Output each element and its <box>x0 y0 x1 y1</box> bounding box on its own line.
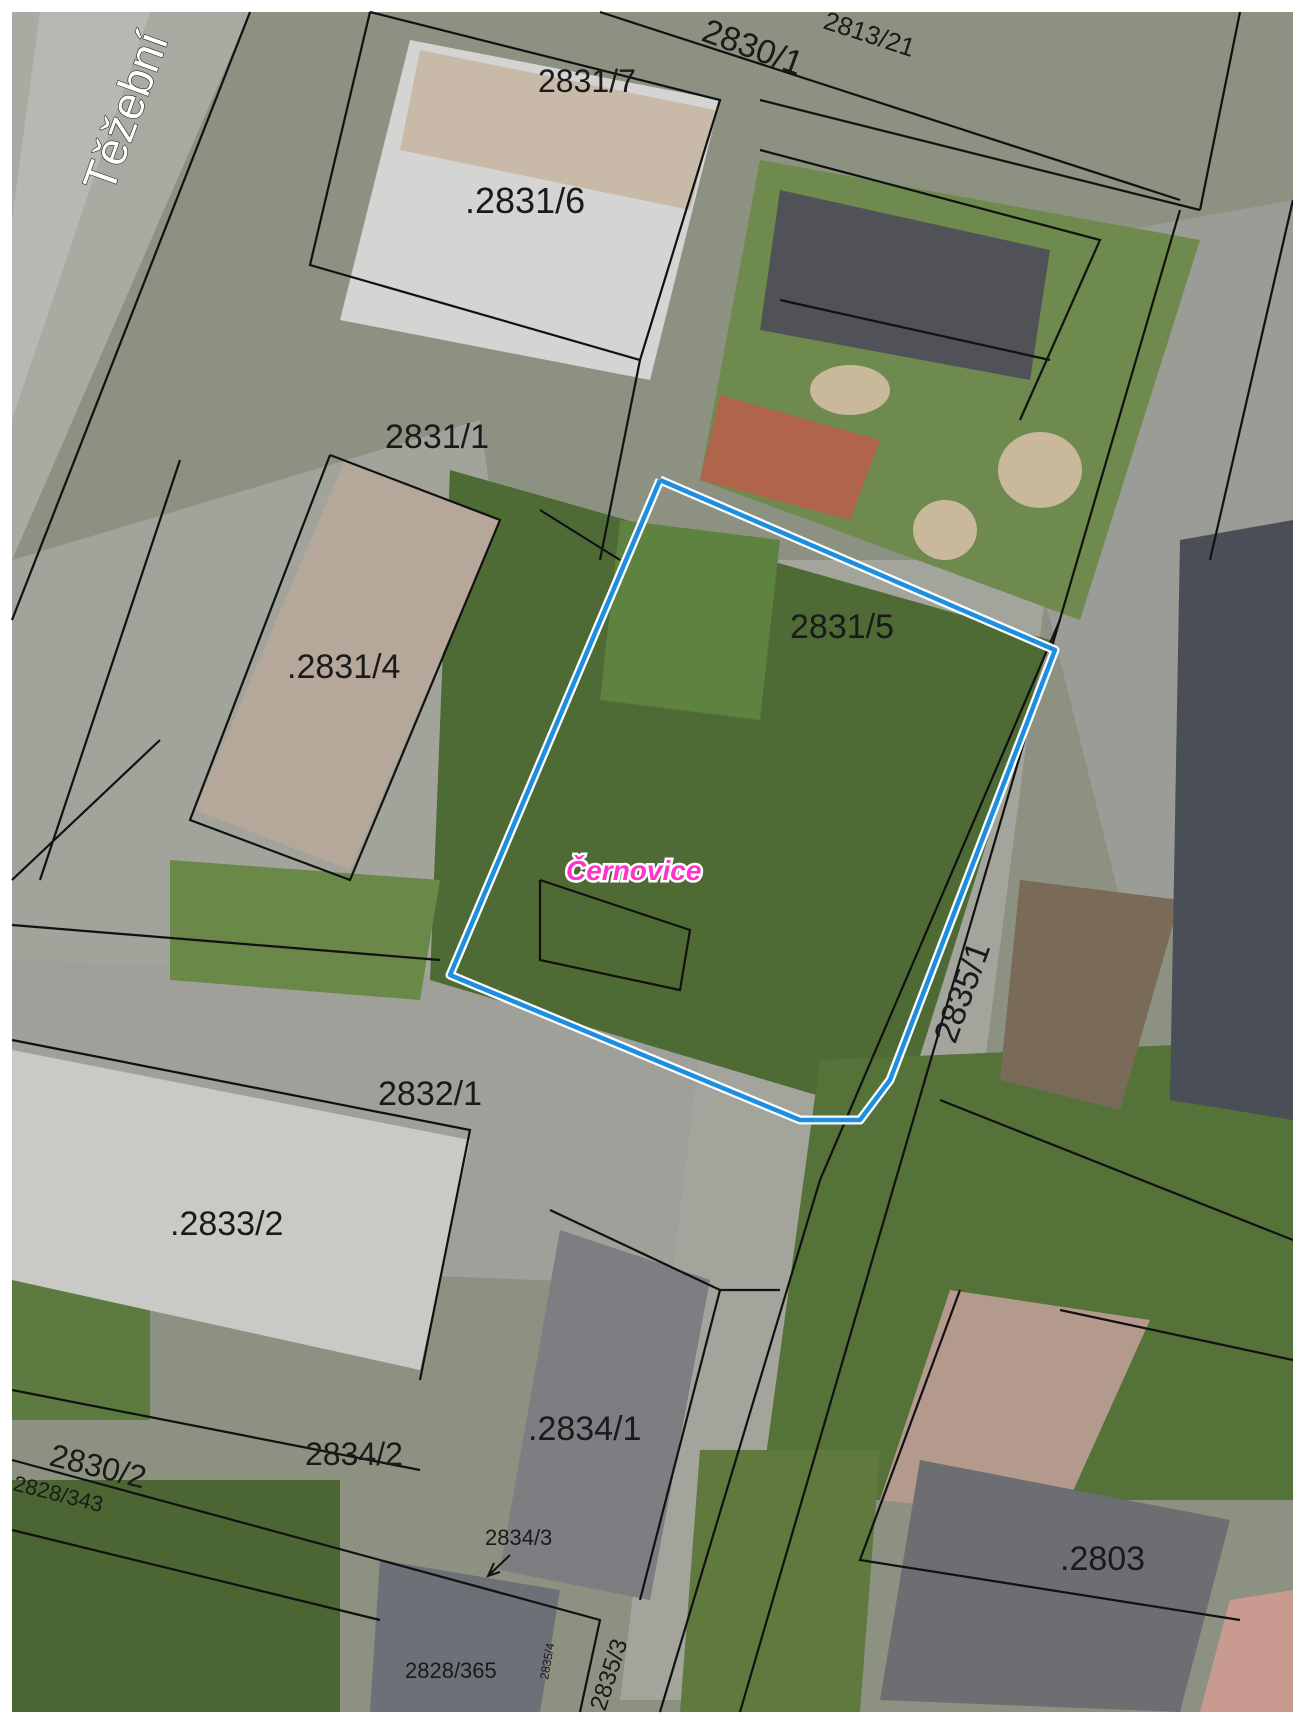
parcel-label-2833-2: .2833/2 <box>170 1205 283 1243</box>
parcel-label-2831-7: 2831/7 <box>538 63 636 99</box>
parcel-label-2831-1: 2831/1 <box>385 418 489 456</box>
parcel-label-2803: .2803 <box>1060 1540 1145 1578</box>
parcel-label-2834-1: .2834/1 <box>528 1410 641 1448</box>
parcel-label-2831-5: 2831/5 <box>790 608 894 646</box>
highlighted-parcel-boundary-blue <box>447 477 1058 1123</box>
parcel-label-2831-4: .2831/4 <box>287 648 400 686</box>
parcel-boundaries <box>10 10 1293 1713</box>
parcel-label-2832-1: 2832/1 <box>378 1075 482 1113</box>
place-label: Černovice <box>566 854 701 886</box>
parcel-label-2831-6: .2831/6 <box>465 180 585 221</box>
aerial-photo <box>12 12 1293 1712</box>
parcel-label-2834-3: 2834/3 <box>485 1525 552 1550</box>
parcel-label-2834-2: 2834/2 <box>305 1436 403 1472</box>
parcel-label-2835-4: 2835/4 <box>537 1642 557 1681</box>
parcel-label-2828-365: 2828/365 <box>405 1658 497 1683</box>
leader-arrow-2834-3 <box>486 1554 511 1578</box>
